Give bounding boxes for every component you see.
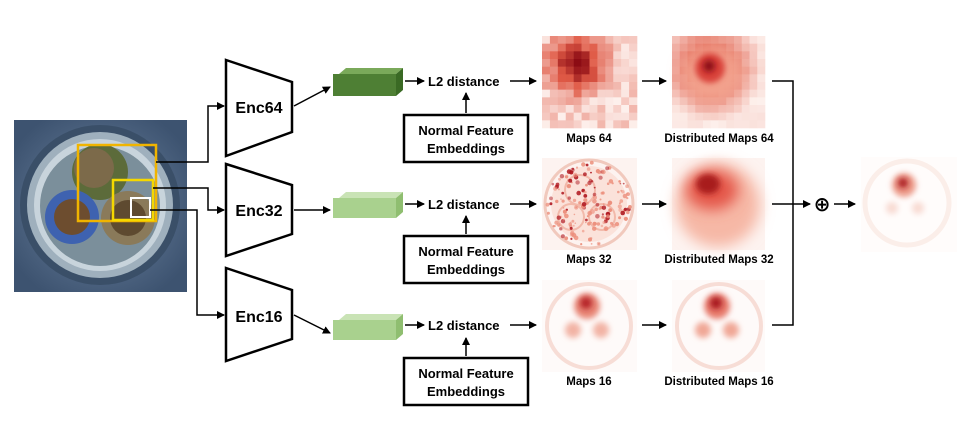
distributed-caption: Distributed Maps 16	[664, 376, 773, 388]
encoder-label: Enc64	[235, 100, 282, 117]
map-caption: Maps 16	[566, 376, 611, 388]
l2-distance-label: L2 distance	[428, 197, 500, 212]
embeddings-box-32: Normal Feature Embeddings	[402, 234, 530, 285]
cable-wire	[45, 190, 99, 244]
crop-box-32	[111, 178, 155, 222]
distributed-caption: Distributed Maps 64	[664, 133, 774, 145]
embeddings-label-line2: Embeddings	[427, 384, 505, 399]
branch-64: Enc64	[224, 58, 294, 158]
encoder-trapezoid	[224, 266, 294, 363]
l2-arrows	[510, 77, 537, 329]
feature-block-16	[333, 314, 403, 340]
embeddings-label-line2: Embeddings	[427, 262, 505, 277]
distribution-arrows	[642, 77, 667, 329]
distributed-caption: Distributed Maps 32	[664, 254, 773, 266]
encoder-trapezoid	[224, 162, 294, 258]
merge-lines	[772, 80, 856, 326]
feature-arrows	[405, 77, 425, 329]
heatmap-maps-32	[542, 158, 637, 250]
heatmap-distributed-32	[672, 158, 765, 250]
encoder-label: Enc32	[235, 203, 282, 220]
embeddings-box-16: Normal Feature Embeddings	[402, 356, 530, 407]
input-image	[14, 120, 187, 292]
sum-operator-icon: ⊕	[814, 194, 831, 216]
cable-wire	[101, 191, 155, 245]
embeddings-box-64: Normal Feature Embeddings	[402, 113, 530, 164]
branch-16: Enc16	[224, 266, 294, 363]
crop-box-16	[130, 197, 151, 218]
embeddings-label-line2: Embeddings	[427, 141, 505, 156]
heatmap-final-output	[861, 157, 957, 252]
encoder-arrows	[293, 86, 331, 334]
branch-32: Enc32	[224, 162, 294, 258]
crop-connectors	[150, 102, 225, 319]
heatmap-distributed-16	[672, 280, 765, 372]
heatmap-maps-64	[542, 36, 638, 129]
encoder-label: Enc16	[235, 309, 282, 326]
feature-block-32	[333, 192, 403, 218]
map-caption: Maps 32	[566, 254, 611, 266]
encoder-trapezoid	[224, 58, 294, 158]
feature-block-64	[333, 68, 403, 96]
l2-distance-label: L2 distance	[428, 74, 500, 89]
heatmap-distributed-64	[672, 36, 766, 129]
map-caption: Maps 64	[566, 133, 612, 145]
embeddings-label-line1: Normal Feature	[418, 123, 513, 138]
heatmap-maps-16	[542, 280, 637, 372]
embeddings-label-line1: Normal Feature	[418, 366, 513, 381]
embeddings-label-line1: Normal Feature	[418, 244, 513, 259]
l2-distance-label: L2 distance	[428, 318, 500, 333]
